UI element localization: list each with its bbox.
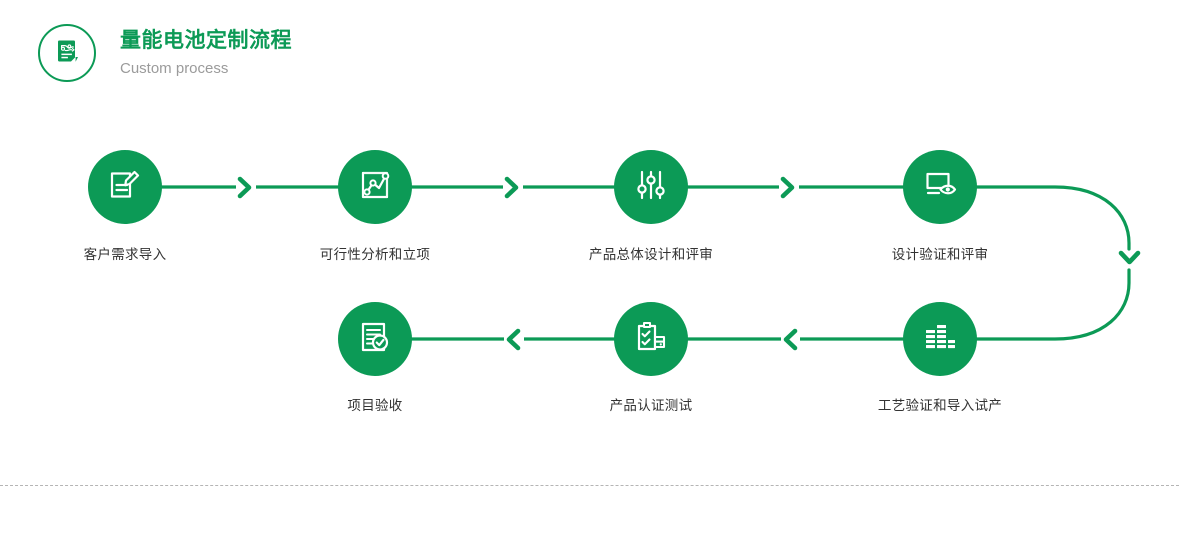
- flow-label-step-4: 设计验证和评审: [891, 247, 989, 262]
- flow-node-step-3[interactable]: [614, 150, 688, 224]
- monitor-eye-icon: [920, 165, 960, 210]
- header-badge: [38, 24, 96, 82]
- header-text-group: 量能电池定制流程 Custom process: [120, 28, 292, 78]
- document-pencil-icon: [105, 165, 145, 210]
- flow-node-step-2[interactable]: [338, 150, 412, 224]
- flow-label-step-5: 工艺验证和导入试产: [877, 398, 1003, 413]
- chevron-right-icon-2: [504, 176, 519, 199]
- section-header: 量能电池定制流程 Custom process: [38, 24, 292, 82]
- chevron-right-icon-1: [237, 176, 252, 199]
- document-check-icon: [355, 317, 395, 362]
- page-subtitle: Custom process: [120, 60, 229, 78]
- chevron-right-icon-3: [780, 176, 795, 199]
- section-divider: [0, 485, 1179, 486]
- connector-curve-top: [974, 185, 1131, 251]
- clipboard-check-box-icon: [631, 317, 671, 362]
- flow-label-step-7: 项目验收: [347, 398, 403, 413]
- flow-node-step-5[interactable]: [903, 302, 977, 376]
- page-title: 量能电池定制流程: [120, 28, 292, 52]
- chevron-left-icon-1: [783, 328, 798, 351]
- flow-node-step-1[interactable]: [88, 150, 162, 224]
- line-chart-icon: [355, 165, 395, 210]
- chevron-left-icon-2: [506, 328, 521, 351]
- connector-curve-bottom: [974, 268, 1131, 341]
- flow-label-step-2: 可行性分析和立项: [319, 247, 431, 262]
- flow-label-step-3: 产品总体设计和评审: [588, 247, 714, 262]
- bar-chart-icon: [920, 317, 960, 362]
- flow-node-step-6[interactable]: [614, 302, 688, 376]
- process-document-icon: [52, 36, 82, 71]
- flow-node-step-4[interactable]: [903, 150, 977, 224]
- chevron-down-icon-1: [1118, 250, 1141, 265]
- flow-label-step-6: 产品认证测试: [609, 398, 693, 413]
- flow-label-step-1: 客户需求导入: [83, 247, 167, 262]
- flow-node-step-7[interactable]: [338, 302, 412, 376]
- sliders-icon: [631, 165, 671, 210]
